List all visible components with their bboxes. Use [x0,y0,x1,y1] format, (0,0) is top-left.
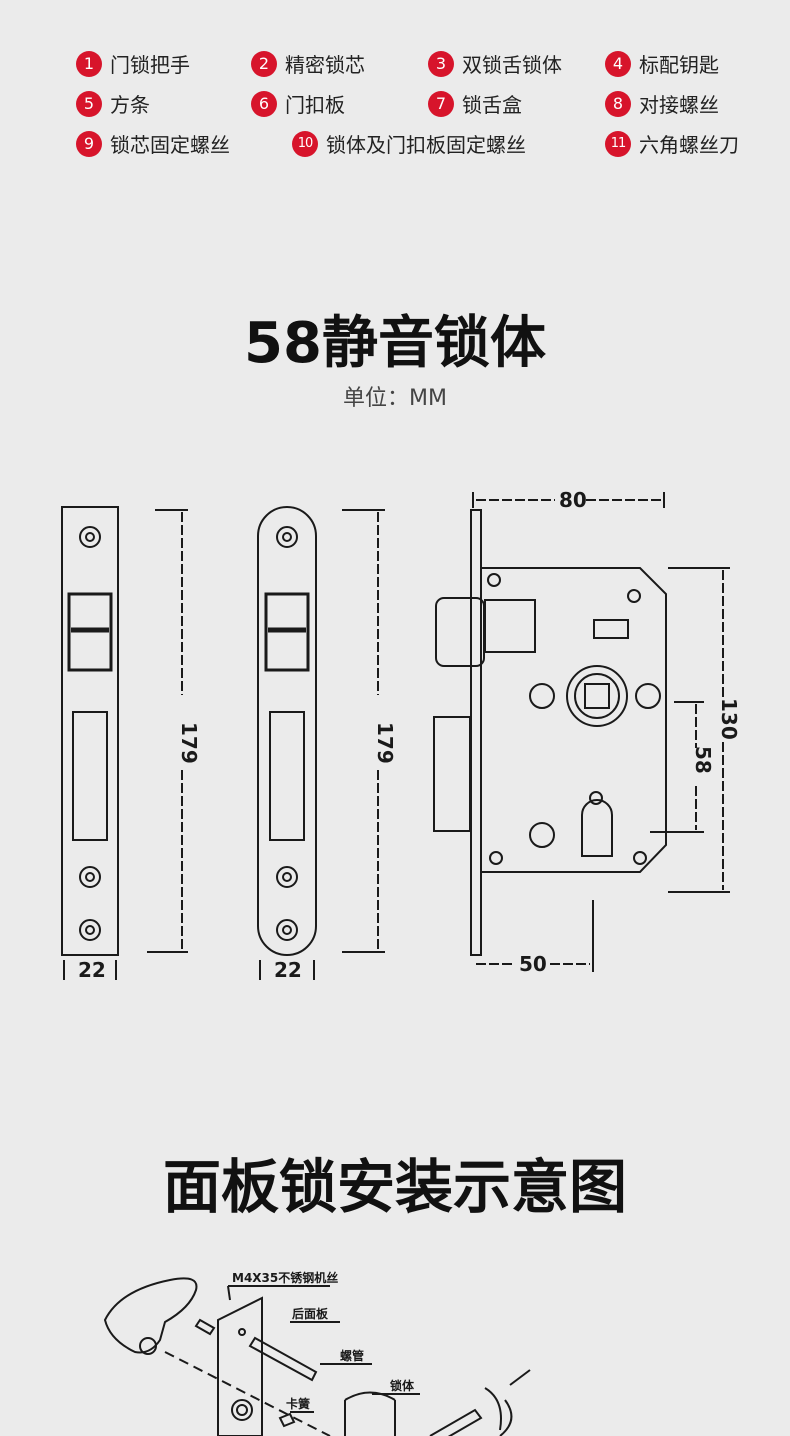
lock-case [433,509,667,956]
part-number-badge: 1 [76,50,102,77]
part-item: 7 锁舌盒 [428,89,522,118]
round-faceplate [257,506,317,956]
part-number-badge: 10 [292,130,318,157]
part-number-badge: 9 [76,130,102,157]
part-item: 2 精密锁芯 [251,49,365,78]
part-number-badge: 4 [605,50,631,77]
part-item: 3 双锁舌锁体 [428,49,562,78]
part-item: 5 方条 [76,89,150,118]
part-item: 9 锁芯固定螺丝 [76,129,230,158]
part-item: 4 标配钥匙 [605,49,719,78]
backset-label: 50 [519,952,547,976]
part-label: 双锁舌锁体 [462,53,562,77]
part-label: 门扣板 [285,93,345,117]
unit-label: 单位：MM [343,386,447,411]
part-label: 锁芯固定螺丝 [110,133,230,157]
lock-dimension-drawing: 179 179 22 22 80 130 58 50 [61,488,741,982]
plate-height-label: 179 [373,722,397,764]
part-item: 1 门锁把手 [76,49,190,78]
lock-body-title: 58静音锁体 [244,311,546,376]
part-number-badge: 3 [428,50,454,77]
part-label: 对接螺丝 [639,93,719,117]
center-distance-label: 58 [691,746,715,774]
lock-body-label: 锁体 [390,1378,415,1393]
square-faceplate [61,506,119,956]
part-number-badge: 6 [251,90,277,117]
part-label: 门锁把手 [110,53,190,77]
part-item: 10 锁体及门扣板固定螺丝 [292,129,526,158]
door-handle [103,1277,198,1355]
back-panel [217,1296,263,1436]
clip-label: 卡簧 [286,1396,310,1411]
part-label: 精密锁芯 [285,53,365,77]
part-number-badge: 2 [251,50,277,77]
parts-legend: 1 门锁把手 2 精密锁芯 3 双锁舌锁体 4 标配钥匙 5 方条 6 门扣板 7 锁舌盒 8… [0,0,790,170]
plate-width-label: 22 [274,958,302,982]
body-height-label: 130 [717,698,741,740]
part-label: 锁舌盒 [462,93,522,117]
part-item: 8 对接螺丝 [605,89,719,118]
part-label: 锁体及门扣板固定螺丝 [326,133,526,157]
part-label: 六角螺丝刀 [639,133,739,157]
part-number-badge: 7 [428,90,454,117]
screw-label: M4X35不锈钢机丝 [232,1270,338,1285]
plate-height-label: 179 [177,722,201,764]
part-number-badge: 5 [76,90,102,117]
part-item: 11 六角螺丝刀 [605,129,739,158]
plate-width-label: 22 [78,958,106,982]
back-panel-label: 后面板 [292,1306,329,1321]
part-item: 6 门扣板 [251,89,345,118]
part-label: 标配钥匙 [639,53,719,77]
install-diagram: M4X35不锈钢机丝 后面板 螺管 卡簧 锁体 [103,1270,531,1436]
part-number-badge: 8 [605,90,631,117]
tube-label: 螺管 [340,1348,364,1363]
part-label: 方条 [110,93,150,117]
part-number-badge: 11 [605,130,631,157]
install-diagram-title: 面板锁安装示意图 [162,1153,627,1221]
body-width-label: 80 [559,488,587,512]
